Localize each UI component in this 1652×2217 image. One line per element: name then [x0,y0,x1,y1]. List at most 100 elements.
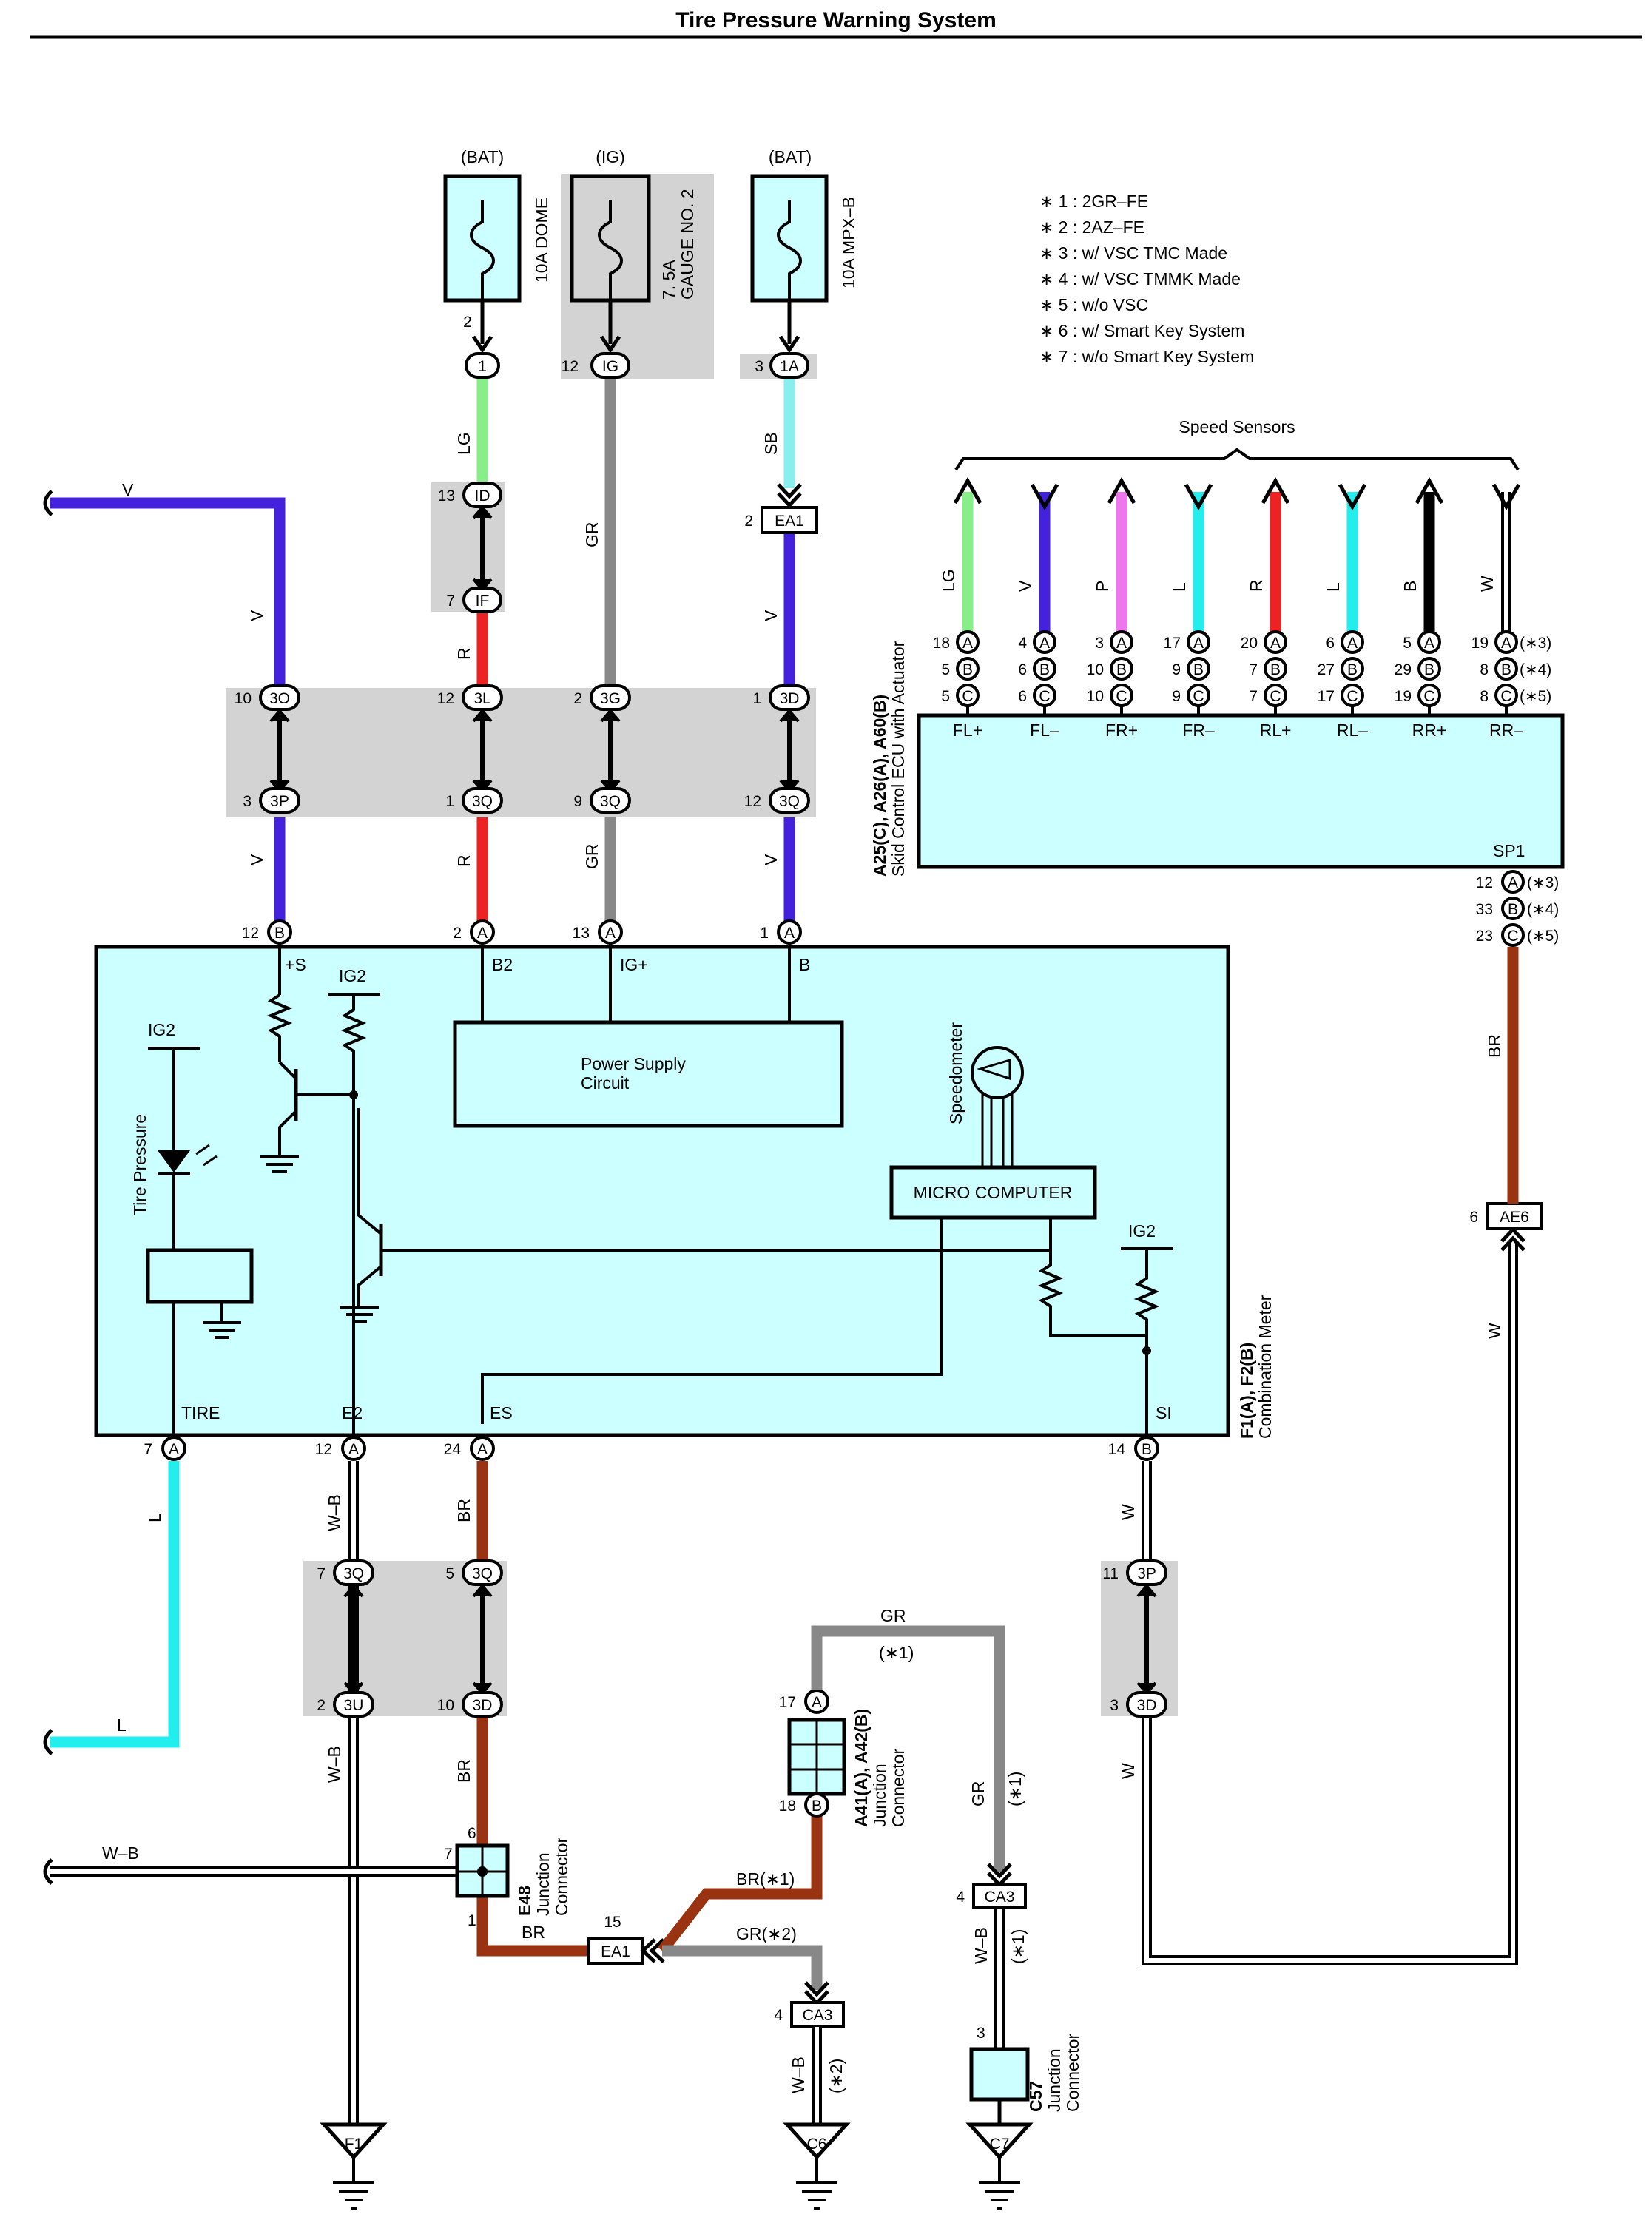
ecu-name: Skid Control ECU with Actuator [889,641,908,877]
conn-3d-si-pin: 3 [1110,1697,1119,1714]
e48-name: Junction [533,1852,553,1916]
wire-gr-star1-vtag: (∗1) [1005,1772,1025,1806]
sensor-3-pin-b-conn: B [1116,661,1127,678]
relay-ground [203,1302,241,1339]
wire-l-label: L [145,1513,164,1522]
t2-legs [357,1108,1051,1307]
sensor-5-pin-c-conn: C [1270,688,1281,705]
sp1-pin-a-num: 12 [1476,874,1493,891]
ea1-top-chevron [777,483,802,508]
sensor-4-pin-a [1187,630,1210,654]
conn-ig-pin: 12 [562,358,579,375]
sensor-1-pin-a-num: 18 [933,635,950,652]
conn-3d-es-label: 3D [473,1697,493,1714]
led-triangle [158,1150,190,1172]
wire-gr-star2 [662,1945,823,1990]
ground-f1-label: F1 [345,2136,363,2153]
sensor-4-pin-c-num: 9 [1172,688,1181,705]
sensor-2-pin-b-conn: B [1039,661,1050,678]
sensor-4-pin-b-conn: B [1193,661,1204,678]
sensor-3-pin-c-num: 10 [1087,688,1104,705]
sensor-variant-tag-1: (∗3) [1520,635,1551,652]
e48-pin-7: 7 [444,1846,453,1863]
term-si: SI [1156,1403,1172,1423]
note-7: ∗ 7 : w/o Smart Key System [1039,347,1254,366]
sensor-4-pin-b-num: 9 [1172,661,1181,678]
ground-c7: C7 [965,2122,1034,2210]
wire-lg-label: LG [454,432,473,455]
wire-gr-label: GR [582,522,601,548]
skid-control-ecu: SP1 A25(C), A26(A), A60(B) Skid Control … [870,641,1565,877]
meter-pin-b2-conn: A [477,925,488,942]
sensor-1-pin-b-num: 5 [941,661,950,678]
meter-pin-b-top-num: 12 [242,925,259,942]
meter-bottom-pins: A 7 A 12 A 24 B 14 [144,1436,1159,1461]
a41-pin-b-conn: B [812,1798,822,1815]
conn-ig [590,352,630,379]
conn-3q-a-pin: 1 [445,793,454,810]
e48-name-2: Connector [552,1838,571,1916]
conn-1-label: 1 [478,358,487,375]
conn-3u-label: 3U [344,1697,364,1714]
sensor-8-pin-b-conn: B [1501,661,1511,678]
sensor-variant-tag-3: (∗5) [1520,688,1551,705]
sensor-1-pin-a [956,630,980,654]
dome-arrow [471,335,493,354]
fuse-gauge-label: 7. 5A [659,260,678,300]
conn-3q-e2-label: 3Q [343,1565,364,1582]
pin-e2-conn: A [348,1441,359,1458]
note-2: ∗ 2 : 2AZ–FE [1039,217,1144,237]
meter-name: Combination Meter [1255,1295,1275,1439]
meter-pin-b-top-conn: B [274,925,285,942]
sensor-4-pin-b [1187,657,1210,681]
s-resistor [266,993,293,1062]
sensor-2-pin-a-num: 4 [1018,635,1027,652]
sensor-4-pin-a-conn: A [1193,635,1204,652]
sensor-1-pin-a-conn: A [962,635,973,652]
sensor-8-pin-b [1494,657,1518,681]
a41-name-2: Connector [889,1749,908,1827]
sensor-6-pin-c-conn: C [1346,688,1358,705]
sensor-3-pin-a [1110,630,1133,654]
conn-1a [769,352,809,379]
sensor-arrow-6 [1338,483,1367,511]
c57-name-2: Connector [1063,2034,1082,2112]
conn-3l-label: 3L [473,690,490,707]
sp1-pin-a-conn: A [1508,874,1518,891]
sensor-3-pin-c-conn: C [1116,688,1127,705]
wire-wb-c57-star: (∗1) [1008,1929,1028,1964]
ground-c7-bars [979,2157,1020,2210]
jb-col-2: 3L 12 3Q 1 [437,684,503,814]
wire-v-label: V [247,610,266,621]
sensor-8-pin-a-conn: A [1501,635,1511,652]
power-supply-label-2: Circuit [581,1073,630,1093]
wire-wb-c57-label: W–B [971,1927,991,1964]
fuse-mpx: (BAT) 10A MPX–B [750,147,858,303]
meter-pin-ig-num: 13 [573,925,590,942]
conn-3u [333,1691,374,1718]
ecu-terminal-8: RR– [1489,721,1523,740]
junction-c57: C57 Junction Connector [969,2034,1082,2123]
ground-c6: C6 [783,2122,851,2210]
ground-c7-label: C7 [990,2136,1010,2153]
a41-pin-b-num: 18 [779,1798,796,1815]
conn-ea1-bottom [587,1937,644,1965]
mpx-arrow [778,335,800,354]
speedometer-leads [981,1093,1014,1167]
sp1-pin-c-tag: (∗5) [1527,928,1559,945]
a41-pin-a-num: 17 [779,1694,796,1711]
sensor-2-pin-a [1033,630,1056,654]
conn-if [462,587,502,613]
sp1-pin-c-num: 23 [1476,928,1493,945]
term-tire: TIRE [181,1403,220,1423]
ig2-label-a: IG2 [339,966,366,985]
conn-3p [259,787,300,814]
term-e2: E2 [342,1403,363,1423]
wire-w-si-label: W [1119,1504,1138,1520]
meter-pin-b-conn: A [784,925,795,942]
sensor-1-pin-b [956,657,980,681]
wire-v-lower-label: V [247,854,266,865]
sensor-7-pin-a-num: 5 [1403,635,1412,652]
sensor-6-pin-b [1341,657,1364,681]
meter-pin-b2 [470,919,495,945]
